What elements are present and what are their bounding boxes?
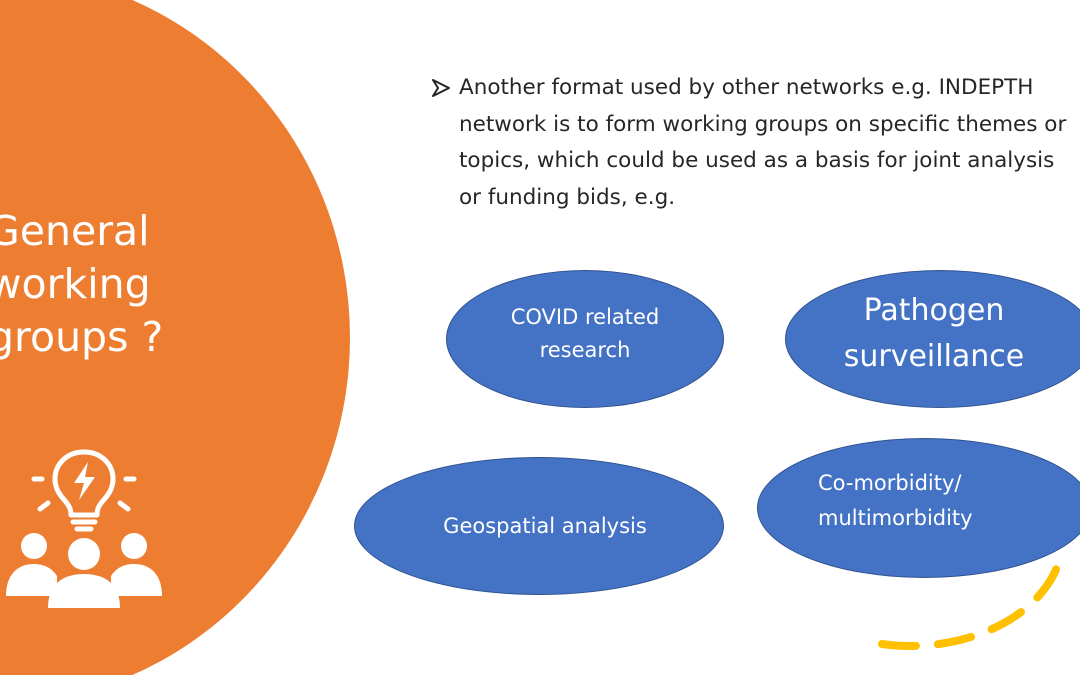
oval-comorbidity: Co-morbidity/ multimorbidity [757,438,1080,578]
oval-geospatial-label: Geospatial analysis [443,514,647,538]
oval-covid-research: COVID related research [446,270,724,408]
oval-pathogen-surveillance: Pathogen surveillance [785,270,1080,408]
oval-comorbidity-label: Co-morbidity/ multimorbidity [818,471,973,530]
bullet-text: Another format used by other networks e.… [459,75,1067,210]
title-line-2: working [0,260,151,308]
title-line-3: groups ? [0,313,164,361]
bullet-point: Another format used by other networks e.… [432,70,1072,216]
title-line-1: General [0,207,150,255]
oval-covid-label: COVID related research [510,305,660,362]
oval-geospatial-analysis: Geospatial analysis [354,457,724,595]
oval-pathogen-label: Pathogen surveillance [843,293,1025,374]
team-lightbulb-icon [6,449,162,608]
slide-title: General working groups ? [0,205,318,364]
arrow-bullet-icon [432,79,450,97]
dashed-arc-decoration [878,550,1064,650]
